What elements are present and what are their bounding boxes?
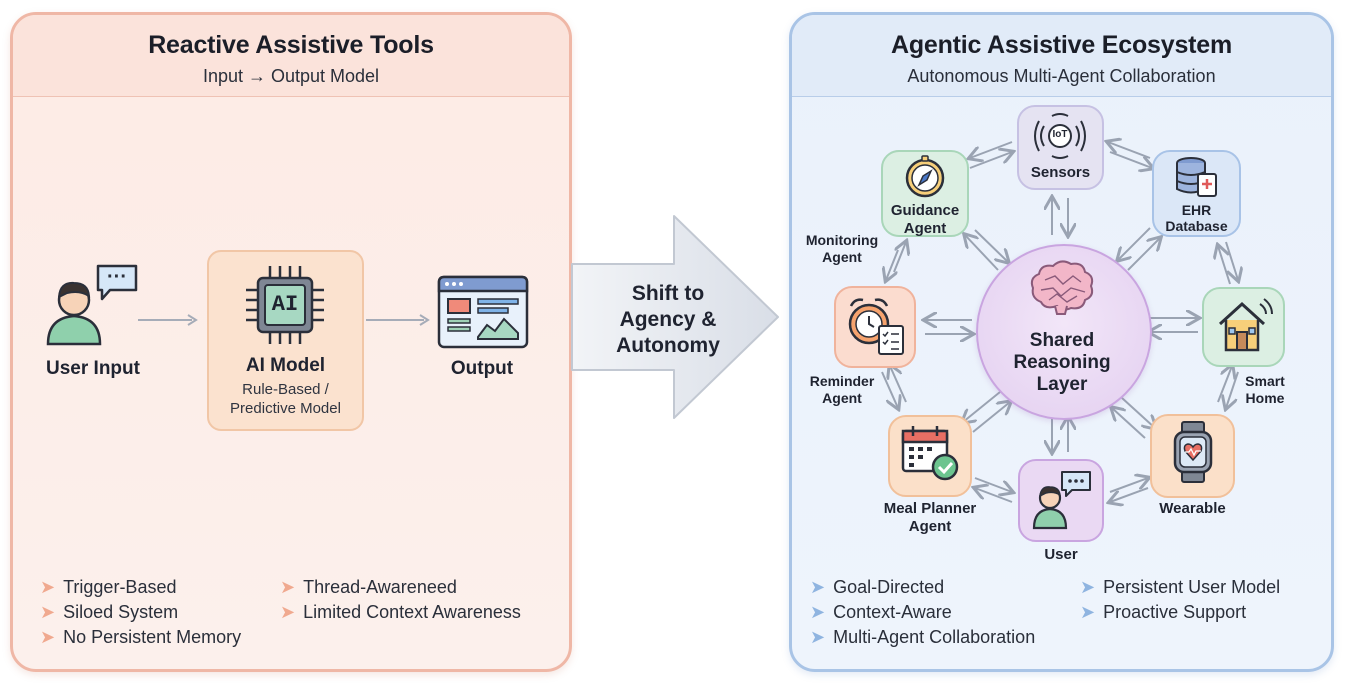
output-window-icon xyxy=(437,275,529,349)
bullet-chevron-icon: ➤ xyxy=(280,577,296,597)
left-bullet-thread-awareneed: ➤ Thread-Awareneed xyxy=(280,577,457,598)
ehr-label-1: EHR xyxy=(1181,202,1212,218)
right-bullet-goal-directed: ➤ Goal-Directed xyxy=(810,577,944,598)
center-label-1: Shared xyxy=(1029,330,1095,351)
database-icon xyxy=(1176,157,1217,197)
shift-arrow-line-1: Shift to xyxy=(631,282,705,305)
ai-model-subtitle-1: Rule-Based / xyxy=(242,381,329,398)
sensors-label: Sensors xyxy=(1030,164,1091,181)
guidance-label-2: Agent xyxy=(903,220,947,237)
bullet-text: Persistent User Model xyxy=(1103,577,1281,597)
reminder-label-2: Agent xyxy=(822,390,862,406)
ai-model-title: AI Model xyxy=(245,355,326,376)
calendar-check-icon xyxy=(901,426,959,481)
agentic-panel-header: Agentic Assistive Ecosystem Autonomous M… xyxy=(792,15,1331,97)
speech-bubble-icon xyxy=(96,264,138,301)
smart-home-label-1: Smart xyxy=(1245,373,1285,389)
ai-to-output-arrow xyxy=(366,314,430,326)
left-bullet-no-persistent-memory: ➤ No Persistent Memory xyxy=(40,627,241,648)
meal-label-1: Meal Planner xyxy=(883,500,977,517)
meal-label-2: Agent xyxy=(908,518,952,535)
bullet-chevron-icon: ➤ xyxy=(810,577,826,597)
right-bullet-proactive-support: ➤ Proactive Support xyxy=(1080,602,1246,623)
bullet-text: No Persistent Memory xyxy=(63,627,242,647)
reactive-panel-subtitle: Input → Output Model xyxy=(202,66,380,86)
user-chat-icon xyxy=(1032,471,1091,530)
bullet-chevron-icon: ➤ xyxy=(280,602,296,622)
guidance-label-1: Guidance xyxy=(890,202,960,219)
agentic-panel-title: Agentic Assistive Ecosystem xyxy=(890,31,1233,59)
monitoring-label-2: Agent xyxy=(822,249,862,265)
user-label: User xyxy=(1044,546,1078,563)
reactive-panel-title: Reactive Assistive Tools xyxy=(148,31,434,59)
user-to-ai-arrow xyxy=(138,314,198,326)
agentic-panel-subtitle: Autonomous Multi-Agent Collaboration xyxy=(907,66,1216,86)
center-label-2: Reasoning xyxy=(1013,352,1111,373)
output-label: Output xyxy=(450,358,514,379)
user-icon xyxy=(46,281,102,346)
compass-icon xyxy=(905,155,945,198)
shift-arrow-line-2: Agency & xyxy=(619,308,717,331)
shift-arrow-line-3: Autonomy xyxy=(616,334,720,357)
reactive-panel-header: Reactive Assistive Tools Input → Output … xyxy=(13,15,569,97)
bullet-chevron-icon: ➤ xyxy=(40,627,56,647)
ai-chip-text: AI xyxy=(271,292,299,317)
left-bullet-limited-context: ➤ Limited Context Awareness xyxy=(280,602,521,623)
alarm-clock-icon xyxy=(848,298,904,355)
bullet-chevron-icon: ➤ xyxy=(40,577,56,597)
iot-badge-text: IoT xyxy=(1052,129,1068,140)
monitoring-label-1: Monitoring xyxy=(805,232,879,248)
bullet-chevron-icon: ➤ xyxy=(1080,602,1096,622)
bullet-text: Trigger-Based xyxy=(63,577,177,597)
smartwatch-icon xyxy=(1173,421,1213,483)
smart-home-icon xyxy=(1218,298,1273,352)
wearable-label: Wearable xyxy=(1159,500,1226,517)
center-label-3: Layer xyxy=(1036,374,1088,395)
shift-arrow-shape xyxy=(571,215,779,419)
bullet-text: Multi-Agent Collaboration xyxy=(833,627,1036,647)
bullet-text: Thread-Awareneed xyxy=(303,577,457,597)
speech-bubble-dots: ··· xyxy=(107,266,127,288)
brain-icon xyxy=(1030,260,1094,315)
bullet-chevron-icon: ➤ xyxy=(810,602,826,622)
bullet-text: Siloed System xyxy=(63,602,179,622)
smart-home-label-2: Home xyxy=(1245,390,1285,406)
bullet-text: Proactive Support xyxy=(1103,602,1247,622)
bullet-chevron-icon: ➤ xyxy=(40,602,56,622)
bullet-text: Limited Context Awareness xyxy=(303,602,521,622)
bullet-chevron-icon: ➤ xyxy=(1080,577,1096,597)
left-bullet-siloed-system: ➤ Siloed System xyxy=(40,602,178,623)
reminder-label-1: Reminder xyxy=(809,373,875,389)
right-bullet-persistent-user-model: ➤ Persistent User Model xyxy=(1080,577,1280,598)
ehr-label-2: Database xyxy=(1165,218,1228,234)
ai-chip-icon xyxy=(246,266,324,344)
bullet-chevron-icon: ➤ xyxy=(810,627,826,647)
right-bullet-multi-agent: ➤ Multi-Agent Collaboration xyxy=(810,627,1035,648)
bullet-text: Goal-Directed xyxy=(833,577,945,597)
bullet-text: Context-Aware xyxy=(833,602,952,622)
left-bullet-trigger-based: ➤ Trigger-Based xyxy=(40,577,176,598)
user-input-label: User Input xyxy=(46,358,140,379)
ai-model-subtitle-2: Predictive Model xyxy=(230,400,341,417)
right-bullet-context-aware: ➤ Context-Aware xyxy=(810,602,952,623)
smart-home-node xyxy=(1202,287,1285,367)
iot-signal-icon xyxy=(1034,113,1086,159)
